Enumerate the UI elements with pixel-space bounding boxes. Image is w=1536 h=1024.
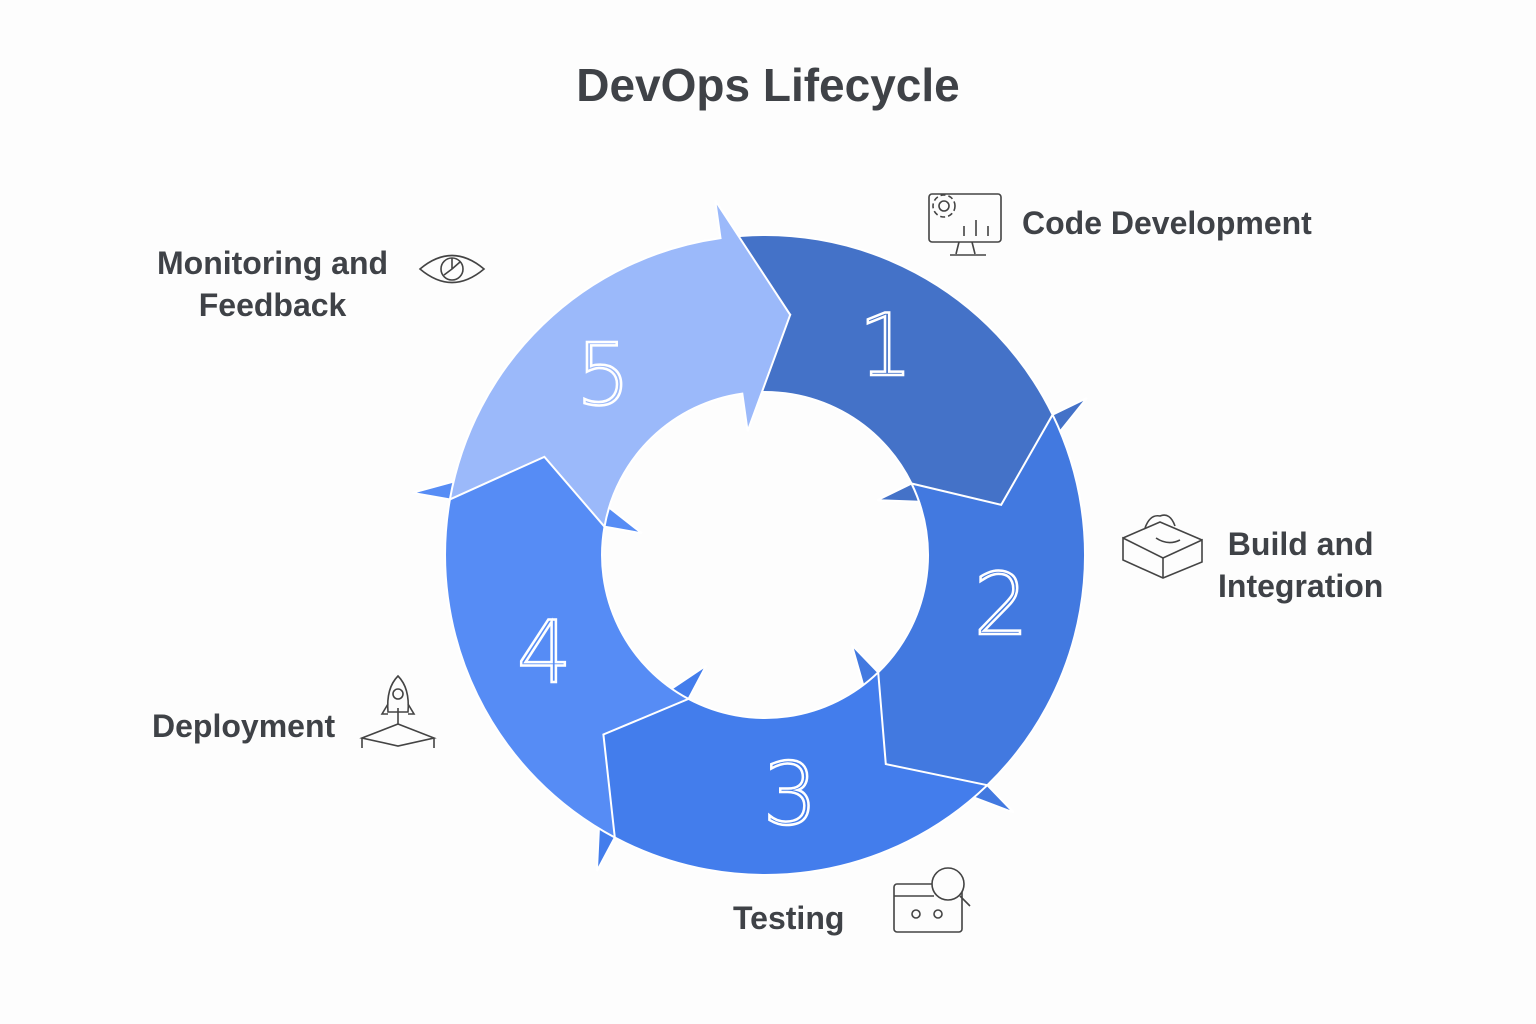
stage-label-code-development: Code Development	[1022, 205, 1312, 241]
stage-number-1: 1	[858, 296, 913, 396]
stage-label-deployment: Deployment	[152, 708, 336, 744]
open-box-icon	[1122, 514, 1203, 579]
stage-label-monitoring-feedback: Monitoring and Feedback	[157, 242, 388, 326]
label-line: Feedback	[198, 287, 347, 323]
page-title: DevOps Lifecycle	[576, 59, 960, 111]
stage-number-4: 4	[517, 603, 572, 703]
rocket-launch-icon	[359, 674, 437, 748]
label-line: Monitoring and	[157, 245, 389, 281]
stage-arrow-5	[448, 199, 792, 529]
stage-label-build-integration: Build and Integration	[1218, 523, 1383, 607]
stage-number-5: 5	[576, 326, 631, 426]
eye-chart-icon	[418, 254, 486, 284]
monitor-gear-icon	[928, 193, 1002, 256]
device-magnifier-icon	[893, 867, 971, 933]
stage-label-testing: Testing	[733, 900, 845, 936]
label-line: Integration	[1218, 568, 1384, 604]
label-line: Build and	[1227, 526, 1374, 562]
stage-number-2: 2	[974, 555, 1029, 655]
stage-number-3: 3	[763, 745, 818, 845]
